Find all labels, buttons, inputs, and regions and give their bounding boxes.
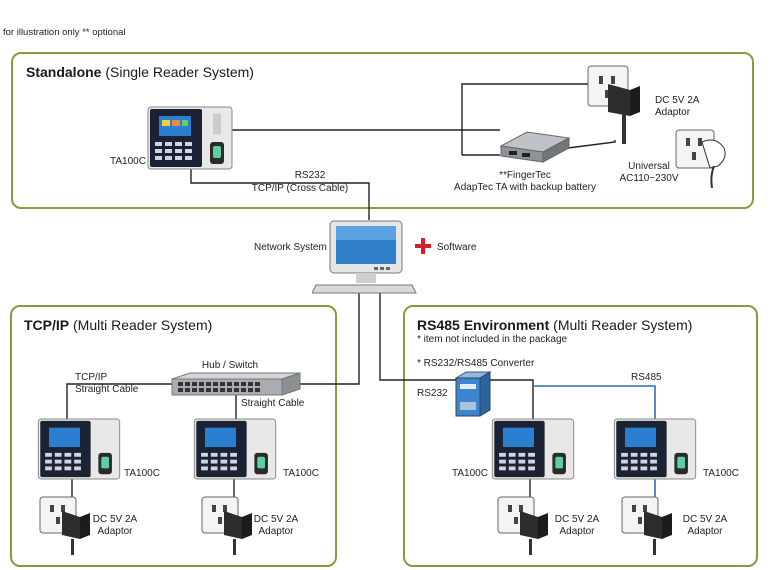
rs485-reader2-icon <box>613 418 697 480</box>
standalone-reader-label: TA100C <box>110 156 146 167</box>
tcpip-adaptor2-icon <box>201 496 252 555</box>
rs232-label: RS232 <box>417 388 448 399</box>
standalone-title-bold: Standalone <box>26 64 102 80</box>
tcpip-title-bold: TCP/IP <box>24 317 70 333</box>
illustration-note: for illustration only ** optional <box>3 27 126 38</box>
rs485-reader1-icon <box>491 418 575 480</box>
tcpip-left-cable-label: TCP/IP Straight Cable <box>75 372 139 395</box>
top-socket-adaptor-icon <box>587 65 640 144</box>
tcpip-adaptor2-label: DC 5V 2A Adaptor <box>253 514 299 537</box>
universal-socket-icon <box>675 129 726 189</box>
rs485-label: RS485 <box>631 372 662 383</box>
standalone-link-label-1: RS232 <box>294 170 326 181</box>
pc-to-converter-wire <box>379 293 460 381</box>
computer-icon <box>312 220 417 294</box>
network-system-label: Network System <box>254 242 327 253</box>
tcpip-title: TCP/IP (Multi Reader System) <box>24 317 212 333</box>
tcpip-adaptor1-icon <box>39 496 90 555</box>
rs485-adaptor1-icon <box>497 496 548 555</box>
adaptec-device-icon <box>499 131 571 163</box>
rs485-reader2-label: TA100C <box>703 468 739 479</box>
rs485-title-bold: RS485 Environment <box>417 317 550 333</box>
rs485-reader1-label: TA100C <box>452 468 488 479</box>
tcpip-reader1-label: TA100C <box>124 468 160 479</box>
rs485-title: RS485 Environment (Multi Reader System) <box>417 317 692 333</box>
adaptec-to-universal-wire <box>567 140 616 149</box>
rs232-rs485-converter-icon <box>454 371 492 417</box>
standalone-title: Standalone (Single Reader System) <box>26 64 254 80</box>
reader-to-pc-wire <box>190 168 370 220</box>
hub-switch-icon <box>171 372 301 396</box>
universal-label: Universal AC110~230V <box>619 161 679 184</box>
rs485-adaptor1-label: DC 5V 2A Adaptor <box>554 514 600 537</box>
standalone-link-label-2: TCP/IP (Cross Cable) <box>251 183 349 194</box>
standalone-title-rest: (Single Reader System) <box>105 64 254 80</box>
tcpip-title-rest: (Multi Reader System) <box>73 317 213 333</box>
converter-label: * RS232/RS485 Converter <box>417 358 535 369</box>
tcpip-reader2-icon <box>193 418 277 480</box>
rs485-title-rest: (Multi Reader System) <box>553 317 693 333</box>
tcpip-reader2-label: TA100C <box>283 468 319 479</box>
standalone-reader-icon <box>147 106 233 170</box>
tcpip-adaptor1-label: DC 5V 2A Adaptor <box>92 514 138 537</box>
converter-to-reader1-wire <box>490 379 534 420</box>
hub-to-reader1-wire <box>66 383 172 420</box>
pc-to-hub-wire <box>300 293 360 385</box>
top-adaptor-label: DC 5V 2A Adaptor <box>655 95 700 118</box>
adaptec-label: **FingerTec AdapTec TA with backup batte… <box>454 170 596 193</box>
rs485-bus-wire <box>533 385 656 420</box>
rs485-panel <box>403 305 758 567</box>
tcpip-right-cable-label: Straight Cable <box>241 398 305 409</box>
rs485-adaptor2-icon <box>621 496 672 555</box>
tcpip-reader1-icon <box>37 418 121 480</box>
software-label: Software <box>437 242 477 253</box>
plus-icon <box>415 238 431 254</box>
hub-label: Hub / Switch <box>201 360 259 371</box>
rs485-adaptor2-label: DC 5V 2A Adaptor <box>682 514 728 537</box>
rs485-subtitle: * item not included in the package <box>417 334 568 345</box>
adaptec-to-top-socket-wire <box>461 83 590 155</box>
